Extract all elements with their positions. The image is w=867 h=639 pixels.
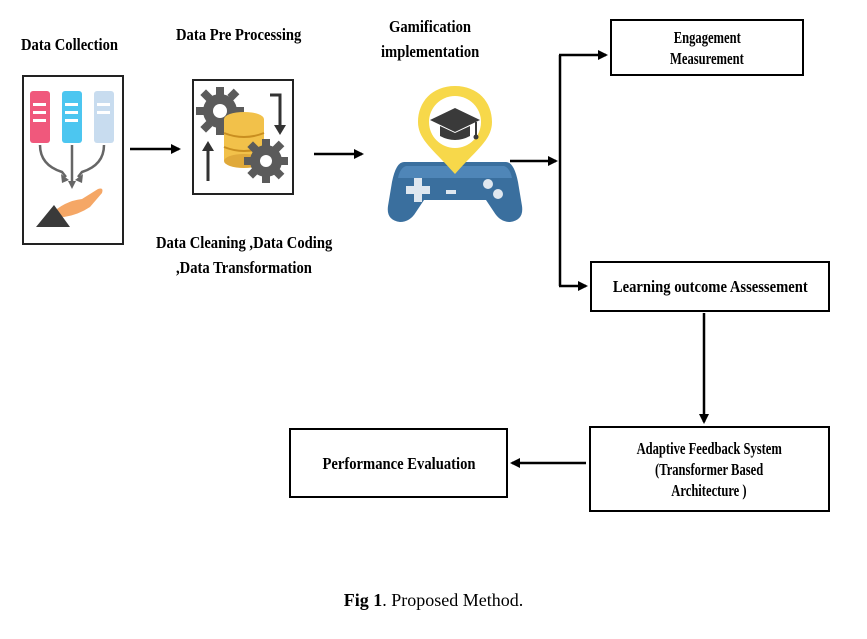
adaptive-line2: (Transformer Based [655, 459, 764, 479]
learning-outcome-label: Learning outcome Assessement [612, 277, 808, 296]
figure-caption: Fig 1. Proposed Method. [0, 590, 867, 611]
performance-evaluation-label: Performance Evaluation [321, 453, 476, 473]
gamification-label-line2: implementation [381, 42, 480, 61]
data-collection-label: Data Collection [21, 35, 119, 54]
data-collection-frame [22, 75, 124, 245]
figure-caption-text: . Proposed Method. [382, 590, 524, 610]
adaptive-feedback-system-box: Adaptive Feedback System(Transformer Bas… [589, 426, 830, 512]
adaptive-line3: Architecture ) [671, 480, 748, 500]
data-pre-processing-label: Data Pre Processing [176, 25, 302, 44]
learning-outcome-assessment-box: Learning outcome Assessement [590, 261, 830, 312]
data-cleaning-label-line2: ,Data Transformation [176, 258, 312, 277]
data-pre-processing-frame [192, 79, 294, 195]
game-controller-graduation-icon [387, 86, 523, 222]
engagement-line1: Engagement [673, 27, 741, 47]
engagement-line2: Measurement [670, 48, 744, 68]
data-cleaning-label-line1: Data Cleaning ,Data Coding [156, 233, 333, 252]
gears-database-icon [196, 87, 288, 183]
adaptive-line1: Adaptive Feedback System [636, 438, 783, 458]
figure-number: Fig 1 [343, 590, 383, 610]
gamification-label-line1: Gamification [389, 17, 472, 36]
documents-to-hand-icon [30, 91, 114, 227]
performance-evaluation-box: Performance Evaluation [289, 428, 508, 498]
